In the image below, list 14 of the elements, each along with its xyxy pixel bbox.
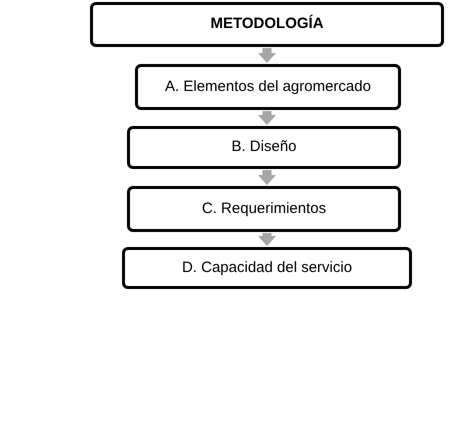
process-box [122, 247, 412, 289]
box-label: D. Capacidad del servicio [182, 258, 352, 278]
box-label: B. Diseño [231, 137, 297, 158]
process-box [90, 2, 444, 47]
box-label: METODOLOGÍA [210, 14, 324, 34]
arrow [258, 233, 276, 246]
process-box [127, 126, 401, 169]
process-box [135, 64, 401, 110]
box-label: C. Requerimientos [202, 198, 326, 219]
arrow [258, 48, 276, 63]
box-label: A. Elementos del agromercado [165, 76, 371, 97]
arrow [258, 111, 276, 125]
arrow [258, 170, 276, 185]
process-box [127, 186, 401, 232]
